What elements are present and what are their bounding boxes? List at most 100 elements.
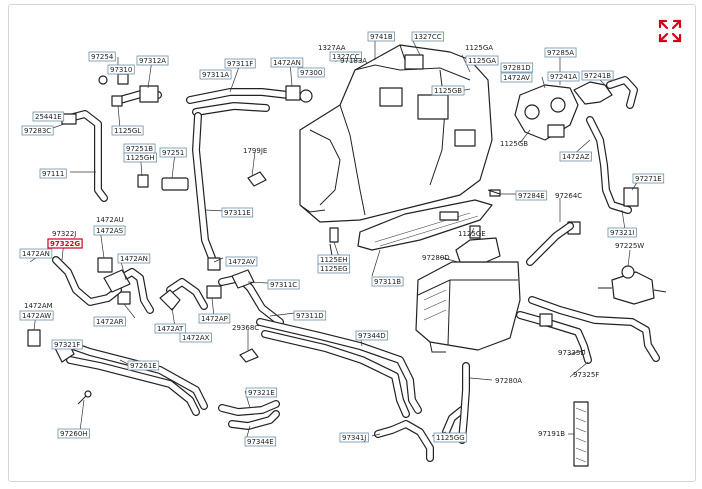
label-97225W: 97225W — [615, 242, 644, 250]
label-1327CC: 1327CC — [414, 33, 442, 41]
label-frame — [607, 227, 637, 238]
label-box-1472AR: 1472AR — [93, 316, 126, 327]
label-box-97321F: 97321F — [51, 339, 83, 350]
label-box-97281D: 97281D — [500, 62, 534, 73]
label-97311A: 97311A — [202, 71, 229, 79]
label-frame — [465, 55, 499, 66]
label-box-1472AP: 1472AP — [198, 313, 231, 324]
label-frame — [329, 51, 362, 62]
label-1472AM: 1472AM — [24, 302, 53, 310]
label-frame — [127, 360, 160, 371]
expand-arrows-icon[interactable] — [655, 16, 685, 46]
label-1125GG: 1125GG — [436, 434, 465, 442]
label-frame — [154, 323, 186, 334]
label-1472AP: 1472AP — [201, 315, 228, 323]
label-frame — [225, 256, 258, 267]
label-box-1472AW: 1472AW — [19, 310, 54, 321]
label-box-97344D: 97344D — [355, 330, 389, 341]
upper-left-hoses — [61, 73, 162, 202]
label-box-1472AV: 1472AV — [225, 256, 258, 267]
label-97280D: 97280D — [422, 254, 450, 262]
label-1327AA: 1327AA — [318, 44, 346, 52]
label-frame — [179, 332, 212, 343]
label-box-9741B: 9741B — [367, 31, 396, 42]
label-box-1472AX: 1472AX — [179, 332, 212, 343]
label-frame — [371, 276, 404, 287]
label-97241A: 97241A — [550, 73, 577, 81]
label-frame — [107, 64, 135, 75]
label-1472AU: 1472AU — [96, 216, 124, 224]
label-97325F: 97325F — [573, 371, 599, 379]
label-box-1125EG: 1125EG — [317, 263, 351, 274]
label-box-97251: 97251 — [159, 147, 187, 158]
highlighted-label-text: 97322G — [50, 240, 80, 248]
label-1472AR: 1472AR — [96, 318, 124, 326]
label-frame — [431, 85, 465, 96]
plain-labels: 1327AA 97183A 1125GA 1125GB 1799JE 97264… — [24, 44, 644, 438]
label-box-1472AZ: 1472AZ — [559, 151, 592, 162]
label-97283C: 97283C — [24, 127, 51, 135]
label-box-1125GG: 1125GG — [433, 432, 468, 443]
label-97341J: 97341J — [342, 434, 366, 442]
middle-connector-pipes — [218, 269, 284, 326]
label-1125GE: 1125GE — [458, 230, 486, 238]
label-frame — [32, 111, 65, 122]
upper-center-hose — [186, 85, 313, 262]
label-frame — [221, 207, 254, 218]
label-97321E: 97321E — [248, 389, 275, 397]
label-box-97241B: 97241B — [581, 70, 614, 81]
label-97311B: 97311B — [374, 278, 401, 286]
label-97183A: 97183A — [340, 57, 367, 65]
label-frame — [224, 58, 256, 69]
label-frame — [117, 253, 151, 264]
label-97251B: 97251B — [126, 145, 153, 153]
label-97284E: 97284E — [518, 192, 545, 200]
label-box-1125EH: 1125EH — [317, 254, 350, 265]
label-box-97283C: 97283C — [21, 125, 54, 136]
label-1472AT: 1472AT — [157, 325, 184, 333]
label-1472AV: 1472AV — [503, 74, 530, 82]
highlighted-label[interactable]: 97322G — [47, 238, 83, 249]
label-box-1125GH: 1125GH — [123, 152, 157, 163]
label-9741B: 9741B — [370, 33, 393, 41]
label-box-97311A: 97311A — [199, 69, 232, 80]
label-1472AN: 1472AN — [273, 59, 301, 67]
label-frame — [19, 248, 53, 259]
label-frame — [57, 428, 90, 439]
label-frame — [136, 55, 169, 66]
label-1799JE: 1799JE — [243, 147, 267, 155]
label-box-1472AN: 1472AN — [270, 57, 304, 68]
label-box-1125GL: 1125GL — [111, 125, 144, 136]
housing-cover-plate — [357, 199, 493, 251]
coolant-pump — [598, 265, 667, 305]
label-frame — [93, 316, 126, 327]
label-box-97284E: 97284E — [515, 190, 548, 201]
label-1472AX: 1472AX — [182, 334, 210, 342]
label-box-1472AT: 1472AT — [154, 323, 186, 334]
label-box-25441E: 25441E — [32, 111, 65, 122]
label-97241B: 97241B — [584, 72, 611, 80]
label-frame — [51, 339, 83, 350]
label-1472AZ: 1472AZ — [562, 153, 590, 161]
label-1125GA: 1125GA — [465, 44, 493, 52]
label-frame — [88, 51, 116, 62]
label-frame — [293, 310, 327, 321]
label-box-1472AV: 1472AV — [500, 72, 533, 83]
label-frame — [339, 432, 369, 443]
label-1472AN: 1472AN — [22, 250, 50, 258]
label-frame — [198, 313, 231, 324]
label-1125GB: 1125GB — [500, 140, 528, 148]
label-box-97312A: 97312A — [136, 55, 169, 66]
label-frame — [317, 263, 351, 274]
label-box-97311F: 97311F — [224, 58, 256, 69]
label-frame — [39, 168, 67, 179]
label-97254: 97254 — [91, 53, 114, 61]
label-frame — [270, 57, 304, 68]
label-frame — [500, 62, 534, 73]
heater-valve-assembly — [514, 81, 613, 141]
label-frame — [411, 31, 444, 42]
label-box-1125GB: 1125GB — [431, 85, 465, 96]
label-1472AS: 1472AS — [96, 227, 124, 235]
label-frame — [500, 72, 533, 83]
label-1472AW: 1472AW — [22, 312, 51, 320]
